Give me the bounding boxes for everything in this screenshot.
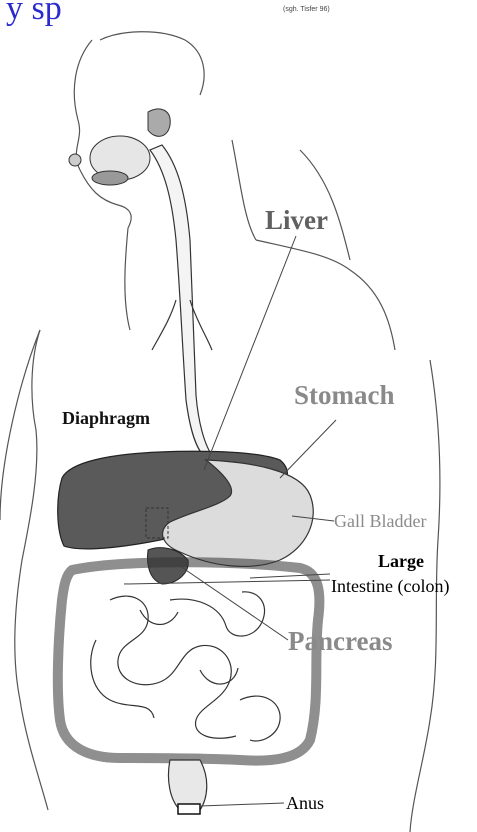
large-intestine-leader-2	[124, 580, 330, 584]
image-credit: (sgh. Tisfer 96)	[283, 6, 330, 13]
mouth-region	[69, 109, 170, 185]
colon-shape	[58, 562, 320, 760]
label-large-intestine-line2: Intestine (colon)	[331, 576, 449, 597]
head-outline	[100, 32, 204, 95]
lip	[69, 154, 81, 166]
small-intestine	[91, 592, 280, 741]
anus-leader	[200, 803, 284, 806]
label-diaphragm: Diaphragm	[62, 408, 150, 429]
page-title-fragment: y sp	[6, 0, 62, 28]
rectum-shape	[168, 760, 206, 810]
shoulder-right	[256, 240, 395, 350]
esophagus	[150, 145, 214, 458]
teeth-lower	[92, 171, 128, 185]
face-outline	[74, 40, 131, 228]
liver-leader	[204, 236, 296, 470]
label-pancreas: Pancreas	[288, 626, 392, 657]
label-stomach: Stomach	[294, 380, 395, 411]
neck-left	[125, 228, 130, 330]
neck-right	[232, 140, 256, 240]
label-anus: Anus	[286, 793, 324, 814]
torso-left	[15, 330, 48, 810]
body-outline	[0, 32, 440, 832]
salivary-gland	[148, 109, 170, 136]
label-large-intestine-line1: Large	[378, 551, 424, 572]
stomach-leader	[280, 420, 336, 478]
anus-shape	[178, 804, 200, 814]
label-gall-bladder: Gall Bladder	[334, 511, 426, 532]
label-liver: Liver	[265, 205, 328, 236]
